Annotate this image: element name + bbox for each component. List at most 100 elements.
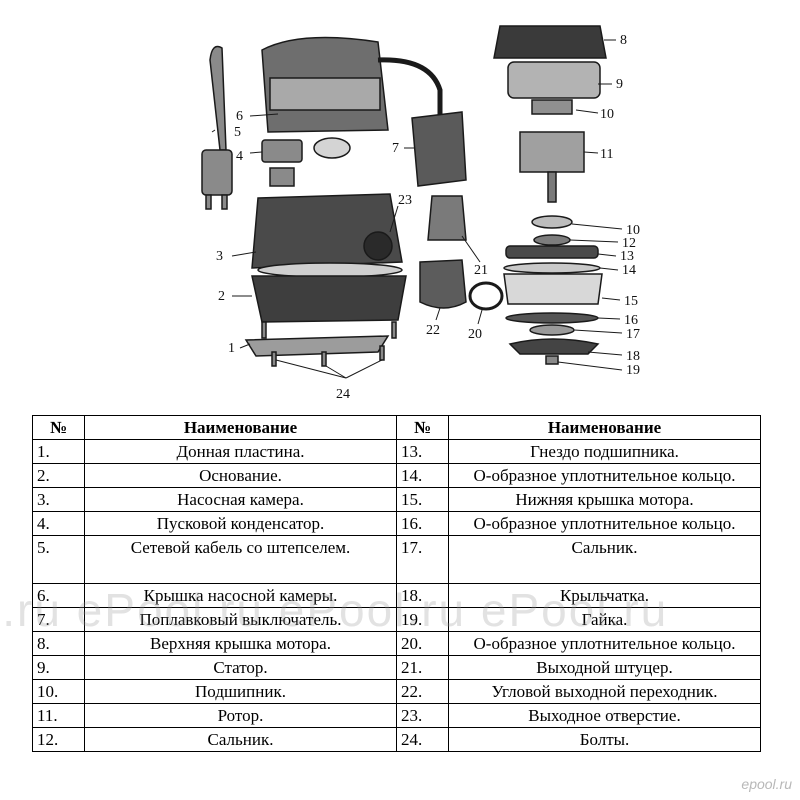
table-row: 12. Сальник. 24. Болты. <box>32 727 761 752</box>
part-name: Ротор. <box>84 703 397 728</box>
part-number: 19. <box>396 607 449 632</box>
callout-4: 4 <box>236 149 243 164</box>
part-number: 12. <box>32 727 85 752</box>
part-number: 22. <box>396 679 449 704</box>
o-ring-20 <box>468 281 504 311</box>
table-row: 1. Донная пластина. 13. Гнездо подшипник… <box>32 439 761 464</box>
housing-window <box>269 77 381 111</box>
part-number: 11. <box>32 703 85 728</box>
table-row: 5. Сетевой кабель со штепселем. 17. Саль… <box>32 535 761 584</box>
part-number: 18. <box>396 583 449 608</box>
callout-23: 23 <box>398 193 412 208</box>
part-name: Выходное отверстие. <box>448 703 761 728</box>
outlet-fitting <box>427 195 467 241</box>
rotor <box>519 131 585 173</box>
table-row: 9. Статор. 21. Выходной штуцер. <box>32 655 761 680</box>
callout-13: 13 <box>620 249 634 264</box>
part-name: Нижняя крышка мотора. <box>448 487 761 512</box>
part-name: Поплавковый выключатель. <box>84 607 397 632</box>
stator <box>507 61 601 99</box>
part-number: 15. <box>396 487 449 512</box>
chamber-gasket <box>257 262 403 278</box>
part-name: Гнездо подшипника. <box>448 439 761 464</box>
part-name: Насосная камера. <box>84 487 397 512</box>
part-name: Гайка. <box>448 607 761 632</box>
bolt <box>261 321 267 339</box>
plug-pin <box>221 194 228 210</box>
callout-6: 6 <box>236 109 243 124</box>
callout-2: 2 <box>218 289 225 304</box>
callout-20: 20 <box>468 327 482 342</box>
part-name: Сетевой кабель со штепселем. <box>84 535 397 584</box>
table-row: 3. Насосная камера. 15. Нижняя крышка мо… <box>32 487 761 512</box>
part-name: Донная пластина. <box>84 439 397 464</box>
part-number: 2. <box>32 463 85 488</box>
motor-top-cover <box>493 25 607 59</box>
bearing-housing <box>505 245 599 259</box>
header-num-right: № <box>396 415 449 440</box>
part-number: 23. <box>396 703 449 728</box>
table-row: 4. Пусковой конденсатор. 16. О-образное … <box>32 511 761 536</box>
part-name: Болты. <box>448 727 761 752</box>
part-name: Статор. <box>84 655 397 680</box>
bolt <box>321 351 327 367</box>
callout-9: 9 <box>616 77 623 92</box>
part-name: О-образное уплотнительное кольцо. <box>448 511 761 536</box>
callout-22: 22 <box>426 323 440 338</box>
callout-12: 12 <box>622 236 636 251</box>
outlet-hole <box>363 231 393 261</box>
table-row: 2. Основание. 14. О-образное уплотнитель… <box>32 463 761 488</box>
float-cable <box>377 57 443 115</box>
callout-16: 16 <box>624 313 638 328</box>
part-number: 1. <box>32 439 85 464</box>
bolt <box>379 345 385 361</box>
part-number: 17. <box>396 535 449 584</box>
bearing-upper <box>531 99 573 115</box>
part-name: Крыльчатка. <box>448 583 761 608</box>
bolt <box>271 351 277 367</box>
header-name-left: Наименование <box>84 415 397 440</box>
callout-11: 11 <box>600 147 613 162</box>
callout-15: 15 <box>624 294 638 309</box>
part-number: 21. <box>396 655 449 680</box>
seal-12 <box>533 234 571 246</box>
impeller <box>508 338 600 355</box>
part-name: О-образное уплотнительное кольцо. <box>448 631 761 656</box>
part-number: 20. <box>396 631 449 656</box>
callout-1: 1 <box>228 341 235 356</box>
part-name: Сальник. <box>448 535 761 584</box>
exploded-view-diagram: 1 2 3 4 5 6 7 8 9 10 10 11 12 13 14 15 1… <box>201 25 640 402</box>
seal-17 <box>529 324 575 336</box>
header-name-right: Наименование <box>448 415 761 440</box>
capacitor-cap <box>313 137 351 159</box>
part-number: 16. <box>396 511 449 536</box>
table-header-row: № Наименование № Наименование <box>32 415 761 440</box>
callout-10-upper: 10 <box>600 107 614 122</box>
part-name: Основание. <box>84 463 397 488</box>
table-row: 10. Подшипник. 22. Угловой выходной пере… <box>32 679 761 704</box>
callout-21: 21 <box>474 263 488 278</box>
part-number: 9. <box>32 655 85 680</box>
motor-bottom-cover <box>503 273 603 305</box>
corner-logo: epool.ru <box>741 776 792 792</box>
part-number: 7. <box>32 607 85 632</box>
bottom-plate <box>244 335 390 357</box>
o-ring-16 <box>505 312 599 324</box>
callout-17: 17 <box>626 327 640 342</box>
part-name: Крышка насосной камеры. <box>84 583 397 608</box>
part-number: 6. <box>32 583 85 608</box>
cable-sheath <box>209 45 227 151</box>
part-name: О-образное уплотнительное кольцо. <box>448 463 761 488</box>
part-number: 24. <box>396 727 449 752</box>
float-switch <box>411 111 467 187</box>
part-name: Выходной штуцер. <box>448 655 761 680</box>
callout-3: 3 <box>216 249 223 264</box>
callout-10-lower: 10 <box>626 223 640 238</box>
header-num-left: № <box>32 415 85 440</box>
rotor-shaft <box>547 171 557 203</box>
callout-19: 19 <box>626 363 640 378</box>
callout-5: 5 <box>234 125 241 140</box>
nut <box>545 355 559 365</box>
table-row: 6. Крышка насосной камеры. 18. Крыльчатк… <box>32 583 761 608</box>
part-name: Сальник. <box>84 727 397 752</box>
